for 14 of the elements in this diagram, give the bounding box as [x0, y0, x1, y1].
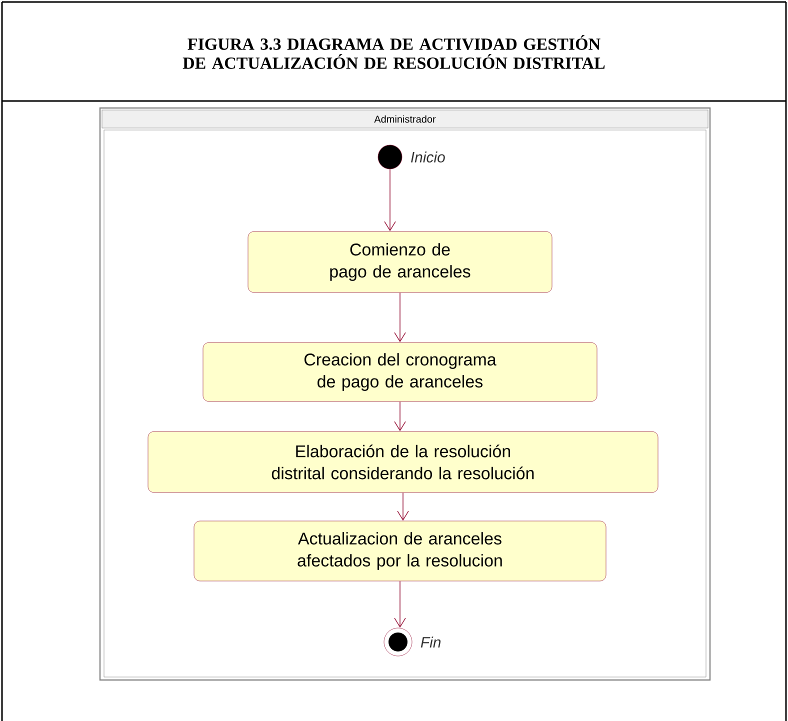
- arrow: [394, 292, 406, 342]
- arrow: [394, 401, 406, 432]
- arrow: [397, 492, 409, 521]
- title: FIGURA 3.3 DIAGRAMA DE ACTIVIDAD GESTIÓN DE ACTUALIZACIÓN DE RESOLUCIÓN DISTRITAL: [182, 35, 605, 69]
- node-label: Fin: [420, 636, 441, 648]
- node-label: Inicio: [411, 152, 445, 162]
- arrow: [394, 580, 406, 628]
- end-node: [384, 628, 412, 656]
- start-node: [378, 144, 402, 170]
- arrow: [384, 168, 396, 232]
- activity-box: Creacion del cronograma de pago de aranceles: [202, 342, 598, 402]
- activity-box: Actualizacion de aranceles afectados por la resolucion: [194, 520, 606, 582]
- activity-box: Elaboración de la resolución distrital considerando la resolución: [148, 431, 658, 493]
- activity-box: Comienzo de pago de aranceles: [248, 231, 552, 293]
